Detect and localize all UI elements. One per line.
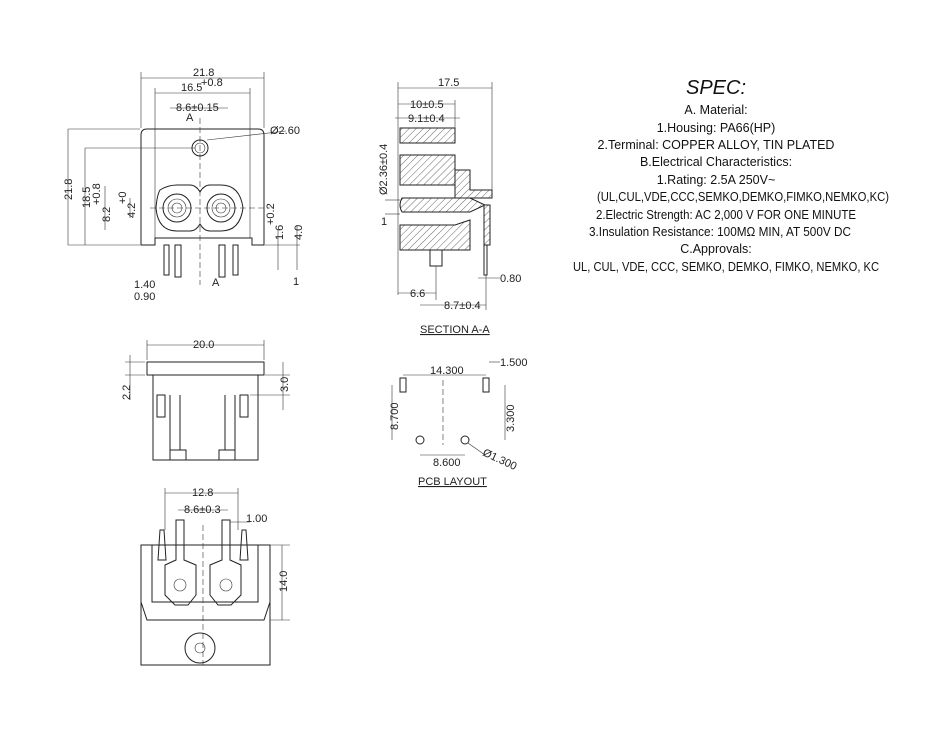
dim-width: 21.8: [193, 67, 214, 79]
spec-line: UL, CUL, VDE, CCC, SEMKO, DEMKO, FIMKO, …: [573, 260, 879, 274]
dim-right: 3.0: [279, 377, 291, 392]
section-view: 17.5 10±0.5 9.1±0.4 Ø2.36±0.4 1 6.6 8.7±…: [378, 77, 521, 336]
dim-hole-dia: Ø2.60: [270, 125, 300, 137]
dim-slot: 1.500: [500, 357, 528, 369]
dim-span: 12.8: [192, 487, 213, 499]
dim-left: 2.2: [121, 385, 133, 400]
dim-d4: 8.7±0.4: [444, 300, 481, 312]
dim-pin-span-tol: +0.8: [201, 77, 223, 89]
dim-pin-thk: 1: [293, 276, 299, 288]
spec-line: 2.Electric Strength: AC 2,000 V FOR ONE …: [596, 208, 856, 222]
dim-center-height: 18.5: [81, 187, 93, 208]
section-mark-a: A: [186, 112, 194, 124]
spec-title: SPEC:: [686, 77, 746, 99]
dim-leg-height: 4.0: [293, 225, 305, 240]
spec-block: SPEC: A. Material: 1.Housing: PA66(HP) 2…: [573, 77, 889, 274]
dim-socket-tol: +0.8: [91, 183, 103, 205]
dim-socket-dia: 8.2: [101, 207, 113, 222]
dim-pin: 1.00: [246, 513, 267, 525]
dim-height: 8.700: [389, 402, 401, 430]
dim-pin-thk: 1: [381, 216, 387, 228]
spec-line: (UL,CUL,VDE,CCC,SEMKO,DEMKO,FIMKO,NEMKO,…: [597, 190, 889, 204]
spec-line: C.Approvals:: [680, 242, 752, 256]
section-mark-a-bottom: A: [212, 277, 220, 289]
dim-pin-tol: +0: [117, 191, 129, 204]
dim-pin-span: 16.5: [181, 82, 202, 94]
side-view: 20.0 2.2 3.0: [121, 339, 291, 461]
spec-line: 1.Rating: 2.5A 250V~: [657, 173, 776, 187]
dim-dia: Ø2.36±0.4: [378, 144, 390, 195]
dim-pin-dia: 4.2: [126, 203, 138, 218]
dim-pin-w2: 0.90: [134, 291, 155, 303]
dim-pitch: 8.6±0.15: [176, 102, 219, 114]
spec-line: 1.Housing: PA66(HP): [657, 121, 776, 135]
dim-d5: 0.80: [500, 273, 521, 285]
dim-height: 21.8: [63, 179, 75, 200]
front-view: 21.8 16.5 +0.8 8.6±0.15 A Ø2.60 21.8 18.…: [63, 67, 305, 303]
dim-offset: 1.6: [274, 225, 286, 240]
bottom-view: 12.8 8.6±0.3 1.00 14.0: [140, 487, 290, 666]
dim-width: 20.0: [193, 339, 214, 351]
dim-d2: 9.1±0.4: [408, 113, 445, 125]
dim-offset-tol: +0.2: [265, 203, 277, 225]
dim-height: 14.0: [278, 571, 290, 592]
dim-pitch: 8.6±0.3: [184, 504, 221, 516]
dim-hole: Ø1.300: [481, 447, 519, 473]
dim-span: 14.300: [430, 365, 464, 377]
dim-d3: 6.6: [410, 288, 425, 300]
section-label: SECTION A-A: [420, 324, 490, 336]
dim-depth: 17.5: [438, 77, 459, 89]
spec-line: 3.Insulation Resistance: 100MΩ MIN, AT 5…: [589, 225, 851, 239]
dim-offset: 3.300: [505, 404, 517, 432]
pcb-layout: 14.300 1.500 8.700 3.300 8.600 Ø1.300 PC…: [389, 357, 528, 488]
dim-pin-w1: 1.40: [134, 279, 155, 291]
dim-pitch: 8.600: [433, 457, 461, 469]
spec-line: 2.Terminal: COPPER ALLOY, TIN PLATED: [598, 138, 835, 152]
dim-d1: 10±0.5: [410, 99, 444, 111]
spec-line: A. Material:: [684, 103, 747, 117]
spec-line: B.Electrical Characteristics:: [640, 155, 792, 169]
pcb-layout-label: PCB LAYOUT: [418, 476, 487, 488]
